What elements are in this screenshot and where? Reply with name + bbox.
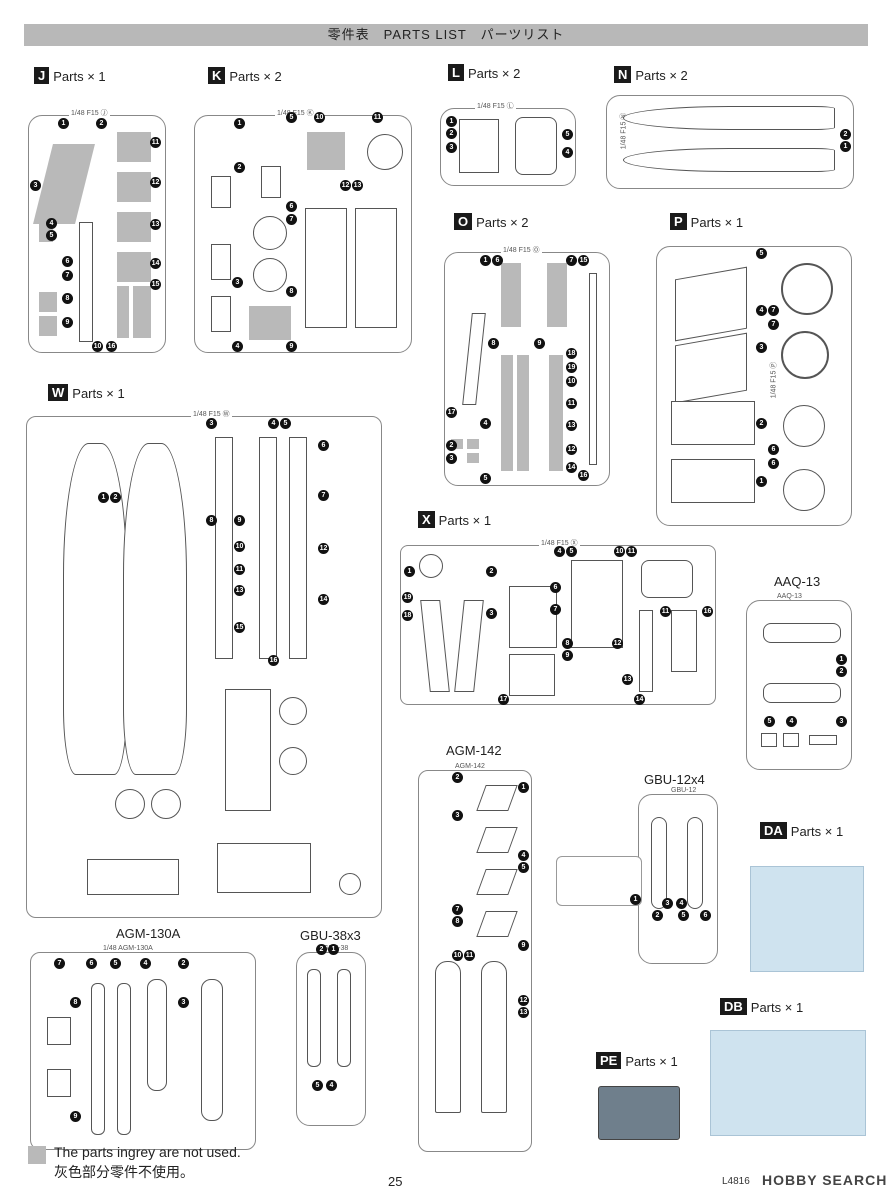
sprue-gbu12: GBU-12 (638, 787, 718, 964)
legend-text-cn: 灰色部分零件不使用。 (54, 1164, 194, 1180)
label-agm142: AGM-142 (446, 743, 502, 758)
product-code: L4816 (722, 1176, 750, 1187)
page-header: 零件表 PARTS LIST パーツリスト (24, 24, 868, 46)
sprue-j: 1/48 F15 Ⓙ (28, 108, 166, 353)
sprue-l: 1/48 F15 Ⓛ (440, 101, 576, 186)
sprue-w: 1/48 F15 Ⓦ (26, 409, 382, 918)
photo-etch-sheet (598, 1086, 680, 1140)
sprue-agm130: 1/48 AGM-130A (30, 945, 256, 1150)
sprue-p: 1/48 F15 Ⓟ (656, 246, 852, 526)
sprue-aaq13: AAQ-13 (746, 593, 852, 770)
label-gbu38: GBU-38x3 (300, 928, 361, 943)
sprue-k: 1/48 F15 Ⓚ (194, 108, 412, 353)
page-number: 25 (388, 1174, 403, 1189)
decal-sheet-db (710, 1030, 866, 1136)
watermark: HOBBY SEARCH (762, 1172, 888, 1188)
grey-legend-swatch (28, 1146, 46, 1164)
legend-text-en: The parts ingrey are not used. (54, 1144, 241, 1160)
sprue-o: 1/48 F15 Ⓞ (444, 245, 610, 486)
decal-sheet-da (750, 866, 864, 972)
label-aaq13: AAQ-13 (774, 574, 821, 589)
sprue-agm142: AGM-142 (418, 763, 532, 1152)
sprue-gbu38: GBU-38 (296, 945, 366, 1126)
label-agm130: AGM-130A (116, 926, 181, 941)
sprue-n: 1/48 F15 Ⓝ (606, 95, 854, 189)
label-gbu12: GBU-12x4 (644, 772, 705, 787)
sprue-x: 1/48 F15 Ⓧ (400, 538, 716, 705)
